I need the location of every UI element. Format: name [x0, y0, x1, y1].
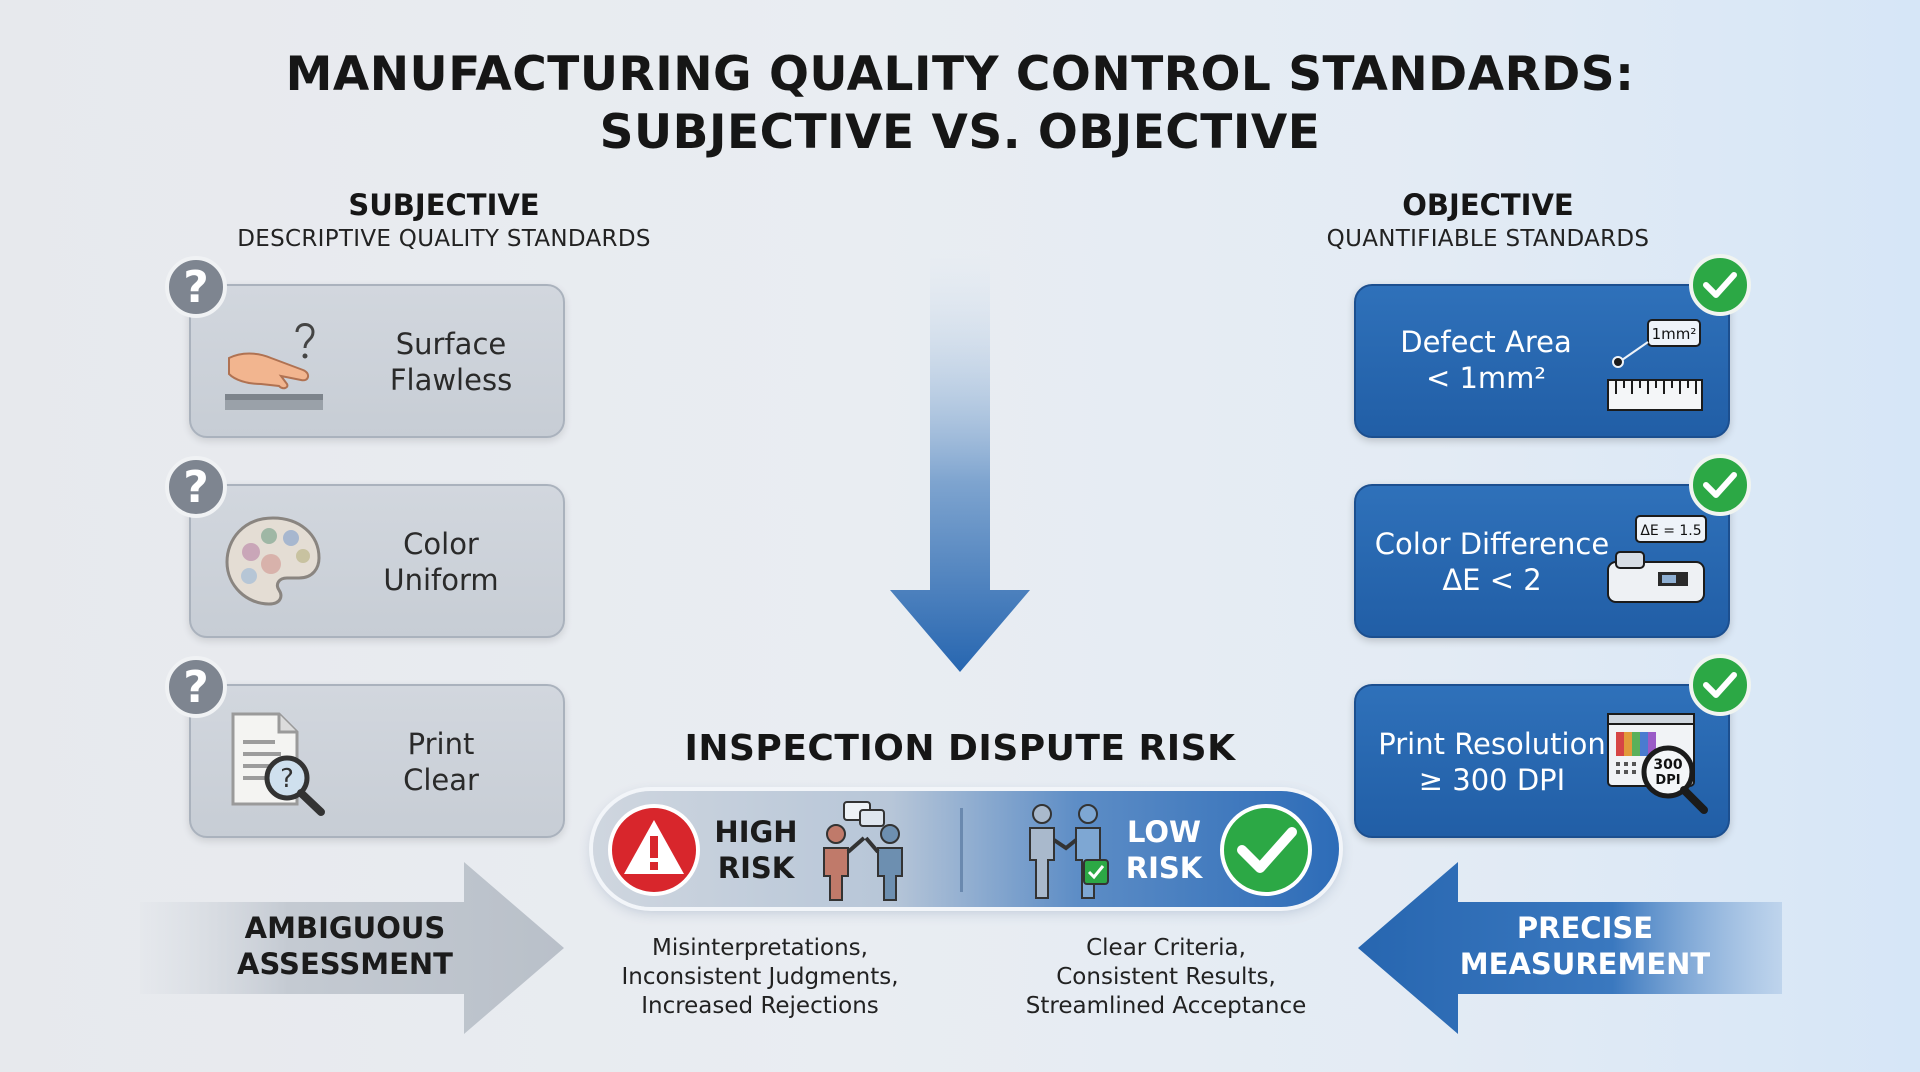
card-line-2: Uniform: [383, 563, 499, 597]
down-arrow-icon: [890, 250, 1030, 672]
card-line-2: < 1mm²: [1425, 361, 1547, 395]
svg-text:?: ?: [280, 764, 294, 794]
card-line-2: ΔE < 2: [1442, 563, 1542, 597]
low-risk-label: LOW RISK: [1112, 814, 1216, 886]
subjective-card-surface: Surface Flawless: [189, 284, 565, 438]
palette-icon: [225, 516, 321, 606]
card-line-1: Surface: [395, 327, 507, 361]
card-line-2: Clear: [403, 763, 479, 797]
subjective-header: SUBJECTIVE DESCRIPTIVE QUALITY STANDARDS: [164, 188, 724, 252]
page-title-line-2: SUBJECTIVE VS. OBJECTIVE: [599, 105, 1321, 160]
colorimeter-icon-label: ΔE = 1.5: [1640, 523, 1701, 539]
objective-subheading: QUANTIFIABLE STANDARDS: [1326, 226, 1650, 252]
precise-line-1: PRECISE: [1516, 911, 1654, 945]
risk-title: INSPECTION DISPUTE RISK: [684, 728, 1236, 769]
objective-card-text: Color Difference ΔE < 2: [1362, 526, 1622, 598]
objective-heading: OBJECTIVE: [1402, 188, 1574, 222]
objective-header: OBJECTIVE QUANTIFIABLE STANDARDS: [1208, 188, 1768, 252]
ruler-icon-label: 1mm²: [1652, 325, 1697, 343]
ambiguous-line-1: AMBIGUOUS: [244, 911, 446, 945]
risk-divider: [960, 808, 963, 892]
high-risk-label: HIGH RISK: [704, 814, 808, 886]
low-risk-line-1: LOW: [1126, 815, 1202, 849]
low-desc-line-3: Streamlined Acceptance: [1025, 993, 1307, 1019]
ambiguous-assessment-label: AMBIGUOUS ASSESSMENT: [200, 910, 490, 982]
high-risk-line-2: RISK: [717, 851, 795, 885]
objective-card-text: Defect Area < 1mm²: [1366, 324, 1606, 396]
handshake-icon: [1029, 804, 1109, 899]
high-desc-line-2: Inconsistent Judgments,: [621, 964, 899, 990]
page-title-line-1: MANUFACTURING QUALITY CONTROL STANDARDS:: [285, 47, 1635, 102]
objective-card-print-resolution: Print Resolution ≥ 300 DPI 300 DPI: [1354, 684, 1730, 838]
subjective-heading: SUBJECTIVE: [348, 188, 540, 222]
ruler-icon: 1mm²: [1607, 319, 1703, 411]
low-desc-line-1: Clear Criteria,: [1086, 935, 1246, 961]
card-line-1: Print: [407, 727, 475, 761]
high-desc-line-3: Increased Rejections: [641, 993, 879, 1019]
right-arrow-icon: [140, 862, 564, 1034]
low-risk-description: Clear Criteria, Consistent Results, Stre…: [996, 934, 1336, 1021]
high-desc-line-1: Misinterpretations,: [652, 935, 868, 961]
resolution-magnifier-icon: 300 DPI: [1607, 713, 1708, 814]
objective-card-text: Print Resolution ≥ 300 DPI: [1362, 726, 1622, 798]
arguing-people-icon: [823, 801, 903, 901]
question-mark-icon: ?: [165, 656, 227, 718]
card-line-1: Defect Area: [1400, 325, 1572, 359]
card-line-2: Flawless: [389, 363, 513, 397]
card-line-1: Print Resolution: [1378, 727, 1606, 761]
question-mark-icon: ?: [165, 256, 227, 318]
colorimeter-icon: ΔE = 1.5: [1607, 515, 1707, 603]
risk-bar: [593, 791, 1339, 907]
check-icon: [1689, 254, 1751, 316]
high-risk-description: Misinterpretations, Inconsistent Judgmen…: [590, 934, 930, 1021]
check-circle-icon: [1220, 804, 1312, 896]
resolution-icon-label-2: DPI: [1655, 773, 1680, 788]
precise-measurement-label: PRECISE MEASUREMENT: [1440, 910, 1730, 982]
document-magnifier-icon: ?: [231, 712, 325, 816]
warning-icon: [608, 804, 700, 896]
subjective-subheading: DESCRIPTIVE QUALITY STANDARDS: [237, 226, 651, 252]
card-line-1: Color: [403, 527, 479, 561]
resolution-icon-label-1: 300: [1653, 757, 1682, 773]
subjective-card-text: Print Clear: [341, 726, 541, 798]
hand-touch-icon: [225, 323, 323, 410]
low-desc-line-2: Consistent Results,: [1056, 964, 1276, 990]
high-risk-line-1: HIGH: [714, 815, 798, 849]
check-icon: [1689, 654, 1751, 716]
check-icon: [1689, 454, 1751, 516]
question-mark-icon: ?: [165, 456, 227, 518]
subjective-card-color: Color Uniform: [189, 484, 565, 638]
precise-line-2: MEASUREMENT: [1459, 947, 1711, 981]
objective-card-defect-area: Defect Area < 1mm² 1mm²: [1354, 284, 1730, 438]
low-risk-line-2: RISK: [1125, 851, 1203, 885]
card-line-2: ≥ 300 DPI: [1418, 763, 1566, 797]
ambiguous-line-2: ASSESSMENT: [237, 947, 453, 981]
objective-card-color-difference: Color Difference ΔE < 2 ΔE = 1.5: [1354, 484, 1730, 638]
subjective-card-text: Color Uniform: [341, 526, 541, 598]
card-line-1: Color Difference: [1374, 527, 1610, 561]
subjective-card-print: ? Print Clear: [189, 684, 565, 838]
subjective-card-text: Surface Flawless: [351, 326, 551, 398]
left-arrow-icon: [1358, 862, 1782, 1034]
